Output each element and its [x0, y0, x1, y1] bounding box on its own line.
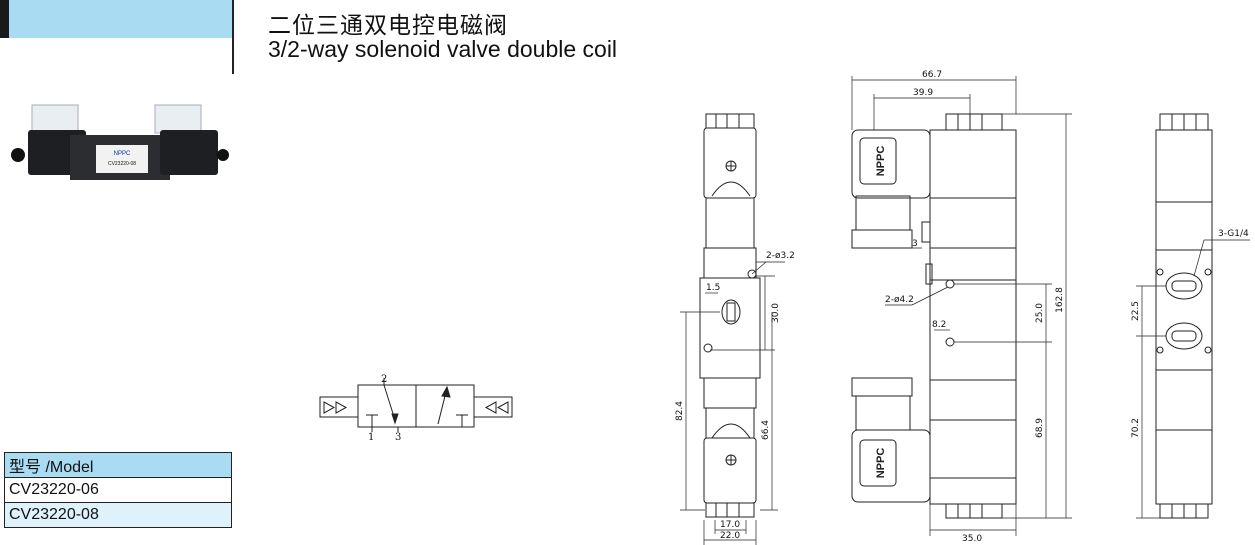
dim-70-2: 70.2 [1131, 418, 1141, 438]
coil-brand-top: NPPC [875, 146, 887, 177]
title-english: 3/2-way solenoid valve double coil [268, 36, 618, 62]
dim-22-5: 22.5 [1131, 301, 1141, 321]
dim-8-2: 8.2 [932, 320, 946, 330]
front-view [680, 113, 785, 545]
dim-1-5: 1.5 [706, 283, 720, 293]
side-view [851, 76, 1072, 536]
coil-right [160, 130, 218, 175]
header-dark-strip [0, 0, 9, 38]
dim-66-4: 66.4 [761, 420, 771, 440]
dim-82-4: 82.4 [675, 401, 685, 421]
photo-brand: NPPC [114, 151, 131, 157]
dim-35: 35.0 [962, 534, 982, 544]
dim-68-9: 68.9 [1035, 418, 1045, 438]
dim-22: 22.0 [720, 531, 740, 541]
dim-ports: 3-G1/4 [1218, 229, 1249, 239]
dim-162-8: 162.8 [1055, 287, 1065, 313]
model-table-header: 型号 /Model [4, 452, 232, 478]
header-divider [232, 0, 234, 74]
connector-left [11, 148, 25, 162]
dim-39-9: 39.9 [913, 88, 933, 98]
valve-symbol [319, 378, 513, 432]
port-3-label: 3 [395, 432, 401, 443]
dim-17: 17.0 [720, 520, 740, 530]
photo-label-plate [96, 145, 148, 173]
coil-brand-bottom: NPPC [875, 448, 887, 479]
port-1-label: 1 [368, 432, 374, 443]
header-accent-bar [0, 0, 232, 38]
dim-25: 25.0 [1035, 303, 1045, 323]
model-row: CV23220-08 [4, 502, 232, 528]
title-chinese: 二位三通双电控电磁阀 [268, 13, 508, 39]
dim-66-7: 66.7 [922, 70, 942, 80]
connector-right [217, 149, 229, 161]
dim-holes-front: 2-ø3.2 [766, 251, 795, 261]
photo-model: CV23220-08 [108, 161, 136, 167]
dim-3: 3 [912, 239, 918, 249]
dim-30: 30.0 [771, 303, 781, 323]
model-table: 型号 /Model CV23220-06 CV23220-08 [4, 452, 232, 528]
product-photo: NPPC CV23220-08 [11, 104, 229, 180]
port-2-label: 2 [381, 374, 387, 385]
model-row: CV23220-06 [4, 477, 232, 503]
right-view [1136, 113, 1250, 519]
dim-holes-side: 2-ø4.2 [885, 295, 914, 305]
